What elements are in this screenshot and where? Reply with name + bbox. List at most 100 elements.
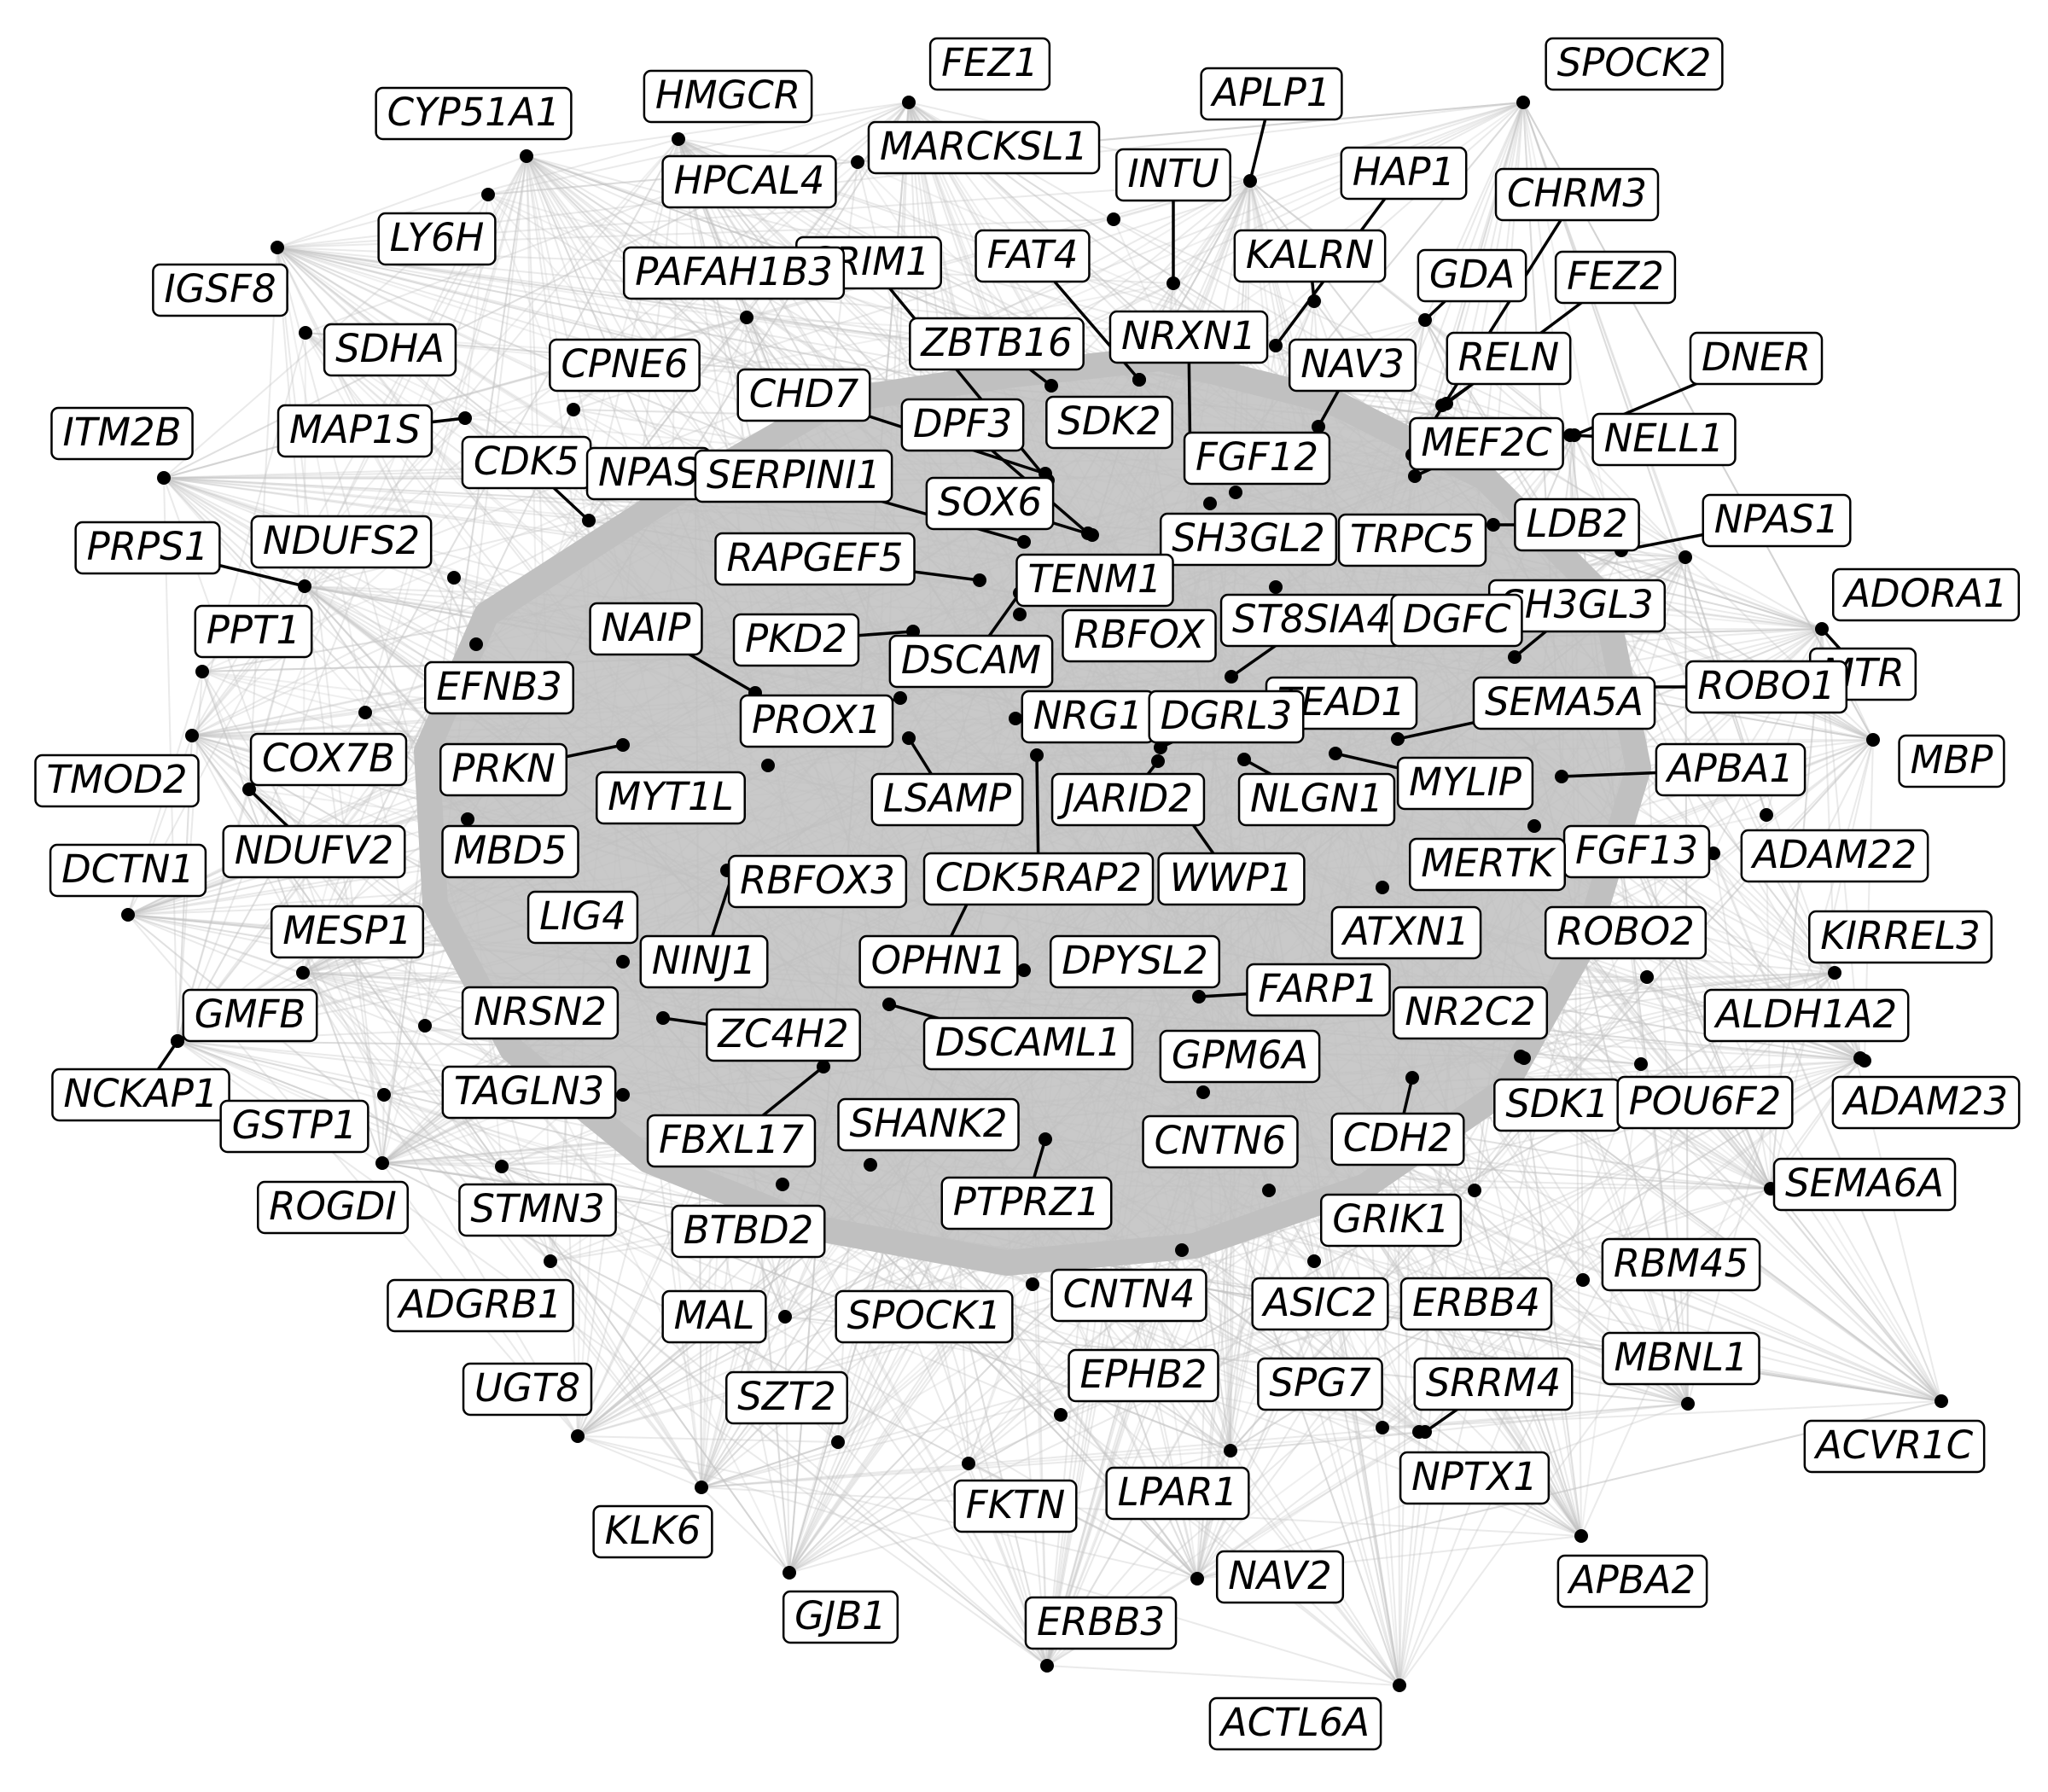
node-label-fgf13[interactable]: FGF13 [1562, 824, 1711, 879]
node-hmgcr[interactable] [672, 132, 685, 146]
node-klk6[interactable] [695, 1481, 708, 1494]
node-szt2[interactable] [831, 1435, 845, 1449]
node-gstp1[interactable] [377, 1088, 391, 1102]
node-label-fez2[interactable]: FEZ2 [1554, 250, 1677, 305]
node-label-ldb2[interactable]: LDB2 [1514, 497, 1640, 552]
node-label-pkd2[interactable]: PKD2 [732, 613, 860, 667]
node-label-fez1[interactable]: FEZ1 [928, 37, 1051, 91]
node-label-dctn1[interactable]: DCTN1 [49, 843, 207, 898]
node-label-cdk5rap2[interactable]: CDK5RAP2 [922, 852, 1155, 906]
node-mylip[interactable] [1329, 747, 1342, 760]
node-label-spock1[interactable]: SPOCK1 [835, 1289, 1014, 1344]
node-label-actl6a[interactable]: ACTL6A [1208, 1696, 1382, 1751]
node-label-gstp1[interactable]: GSTP1 [219, 1099, 369, 1154]
node-gjb1[interactable] [783, 1566, 796, 1580]
node-mbp[interactable] [1866, 733, 1880, 747]
node-gpm6a[interactable] [1196, 1085, 1210, 1099]
node-label-lpar1[interactable]: LPAR1 [1105, 1466, 1250, 1521]
node-label-mal[interactable]: MAL [661, 1289, 767, 1344]
node-label-nrsn2[interactable]: NRSN2 [461, 986, 620, 1040]
node-jarid2[interactable] [1151, 754, 1165, 768]
node-label-hap1[interactable]: HAP1 [1340, 146, 1468, 201]
node-label-rogdi[interactable]: ROGDI [257, 1180, 409, 1235]
node-label-pafah1b3[interactable]: PAFAH1B3 [622, 246, 846, 300]
node-label-ly6h[interactable]: LY6H [377, 212, 497, 266]
node-ppt1[interactable] [195, 665, 209, 678]
node-label-chrm3[interactable]: CHRM3 [1494, 167, 1660, 222]
node-label-dpf3[interactable]: DPF3 [900, 398, 1025, 452]
node-label-npas1[interactable]: NPAS1 [1702, 493, 1852, 548]
node-label-nell1[interactable]: NELL1 [1591, 412, 1737, 467]
node-label-nckap1[interactable]: NCKAP1 [51, 1068, 230, 1122]
node-rogdi[interactable] [375, 1156, 389, 1170]
node-label-nr2c2[interactable]: NR2C2 [1392, 986, 1549, 1040]
node-label-hpcal4[interactable]: HPCAL4 [661, 154, 837, 209]
node-pou6f2[interactable] [1634, 1057, 1648, 1071]
node-rbm45[interactable] [1576, 1273, 1590, 1287]
node-farp1[interactable] [1192, 990, 1206, 1004]
node-label-rbfox[interactable]: RBFOX [1062, 608, 1217, 663]
node-label-szt2[interactable]: SZT2 [724, 1370, 849, 1425]
node-label-grik1[interactable]: GRIK1 [1319, 1193, 1463, 1248]
node-hpcal4[interactable] [851, 155, 864, 169]
node-label-stmn3[interactable]: STMN3 [458, 1183, 617, 1237]
node-label-apba2[interactable]: APBA2 [1556, 1554, 1708, 1609]
node-label-shank2[interactable]: SHANK2 [837, 1097, 1020, 1152]
node-label-adam23[interactable]: ADAM23 [1831, 1075, 2021, 1130]
node-label-serpini1[interactable]: SERPINI1 [694, 449, 893, 503]
node-label-robo2[interactable]: ROBO2 [1544, 905, 1708, 960]
node-label-lsamp[interactable]: LSAMP [870, 772, 1024, 827]
node-erbb3[interactable] [1040, 1659, 1054, 1673]
node-ndufv2[interactable] [242, 783, 256, 796]
node-sh3gl3[interactable] [1508, 650, 1521, 664]
node-label-myt1l[interactable]: MYT1L [595, 771, 747, 825]
node-prox1[interactable] [893, 691, 907, 705]
node-label-mbp[interactable]: MBP [1898, 734, 2005, 788]
node-sdha[interactable] [299, 326, 312, 340]
node-label-ptprz1[interactable]: PTPRZ1 [940, 1176, 1113, 1231]
node-label-adam22[interactable]: ADAM22 [1740, 829, 1929, 883]
node-label-ugt8[interactable]: UGT8 [462, 1362, 593, 1417]
node-label-marcksl1[interactable]: MARCKSL1 [867, 120, 1101, 175]
node-shank2[interactable] [864, 1158, 877, 1172]
node-label-farp1[interactable]: FARP1 [1246, 963, 1391, 1017]
node-spock2[interactable] [1516, 96, 1530, 109]
node-ly6h[interactable] [481, 188, 495, 201]
node-dscaml1[interactable] [882, 998, 896, 1011]
node-efnb3[interactable] [469, 637, 483, 651]
node-tmod2[interactable] [185, 729, 199, 742]
node-label-mbd5[interactable]: MBD5 [441, 824, 579, 879]
node-dpysl2[interactable] [1017, 963, 1031, 977]
node-nckap1[interactable] [171, 1034, 184, 1048]
node-label-cdk5[interactable]: CDK5 [461, 435, 592, 490]
node-cdh2[interactable] [1405, 1071, 1419, 1085]
node-label-prkn[interactable]: PRKN [439, 742, 568, 797]
node-label-spock2[interactable]: SPOCK2 [1545, 37, 1724, 91]
node-nav2[interactable] [1190, 1572, 1204, 1585]
node-label-fbxl17[interactable]: FBXL17 [646, 1114, 817, 1168]
node-label-fgf12[interactable]: FGF12 [1183, 431, 1331, 486]
node-label-cntn4[interactable]: CNTN4 [1050, 1268, 1207, 1323]
node-btbd2[interactable] [776, 1178, 789, 1191]
node-dctn1[interactable] [121, 908, 135, 922]
node-fktn[interactable] [962, 1457, 975, 1470]
node-label-nrxn1[interactable]: NRXN1 [1108, 310, 1269, 364]
node-label-spg7[interactable]: SPG7 [1257, 1357, 1383, 1411]
node-label-rbm45[interactable]: RBM45 [1601, 1237, 1761, 1292]
node-label-tenm1[interactable]: TENM1 [1015, 553, 1174, 608]
node-label-erbb4[interactable]: ERBB4 [1399, 1277, 1553, 1331]
node-label-atxn1[interactable]: ATXN1 [1330, 905, 1482, 960]
node-label-cox7b[interactable]: COX7B [249, 732, 408, 787]
node-lpar1[interactable] [1224, 1444, 1237, 1457]
node-label-mertk[interactable]: MERTK [1408, 837, 1567, 892]
node-label-wwp1[interactable]: WWP1 [1157, 852, 1306, 906]
node-label-asic2[interactable]: ASIC2 [1251, 1277, 1389, 1331]
node-prps1[interactable] [298, 579, 311, 593]
node-cox7b[interactable] [358, 706, 372, 719]
node-cdk5rap2[interactable] [1030, 748, 1044, 762]
node-label-klk6[interactable]: KLK6 [592, 1504, 713, 1559]
node-label-dgrl3[interactable]: DGRL3 [1148, 689, 1305, 744]
node-label-aplp1[interactable]: APLP1 [1200, 67, 1343, 121]
node-adam22[interactable] [1760, 808, 1773, 822]
node-tagln3[interactable] [616, 1088, 630, 1102]
